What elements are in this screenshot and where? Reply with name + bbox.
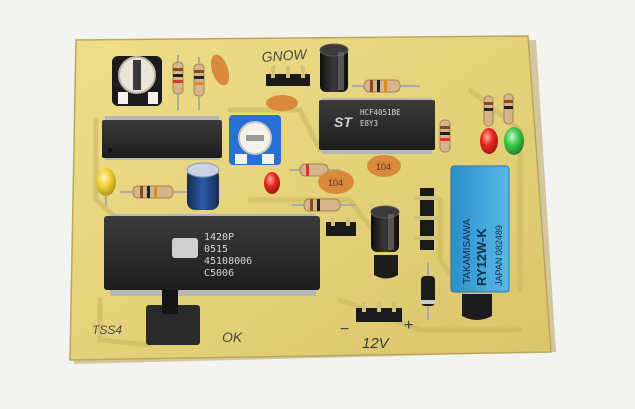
handwritten-plus: + (404, 317, 413, 334)
pin-header (266, 66, 310, 86)
relay: TAKAMISAWA RY12W-K JAPAN 082489 (450, 165, 510, 293)
relay-brand: TAKAMISAWA (462, 218, 473, 284)
led-red-small (264, 172, 280, 194)
ceramic-capacitor-104: 104 (318, 170, 354, 194)
resistor (503, 93, 514, 125)
transistor (374, 255, 398, 279)
transistor (462, 294, 492, 320)
electrolytic-capacitor (319, 43, 349, 92)
led-red (480, 128, 498, 154)
power-header (356, 302, 402, 322)
resistor (292, 198, 356, 212)
svg-text:104: 104 (376, 162, 391, 172)
ic-driver-line1: HCF4051BE (360, 108, 401, 117)
electrolytic-capacitor-blue (186, 162, 220, 210)
led-yellow (96, 168, 116, 206)
mcu-chip: 1420P 0515 45108006 C5006 (104, 214, 320, 296)
relay-model: RY12W-K (474, 228, 489, 286)
trimmer-blue (229, 115, 281, 165)
svg-text:104: 104 (328, 178, 343, 188)
relay-origin: JAPAN 082489 (494, 225, 504, 286)
trimmer-black (112, 56, 162, 106)
mcu-line3: 45108006 (204, 256, 252, 267)
led-green (504, 127, 524, 155)
ceramic-capacitor (266, 95, 298, 111)
pin-header-vertical (414, 188, 440, 250)
st-logo: ST (334, 114, 353, 130)
handwritten-label-bottom-left: TSS4 (92, 323, 122, 337)
resistor (483, 95, 494, 127)
mcu-line2: 0515 (204, 244, 228, 255)
ic-dip16-right: HCF4051BE E8Y3 ST (319, 98, 435, 154)
diode (421, 262, 435, 320)
ceramic-capacitor (210, 54, 230, 86)
handwritten-label-ok: OK (222, 329, 243, 345)
resistor (439, 119, 451, 153)
slide-switch (146, 290, 200, 345)
resistor (172, 55, 184, 110)
mcu-logo (172, 238, 198, 258)
handwritten-minus: − (340, 321, 349, 338)
resistor (290, 163, 340, 177)
electrolytic-capacitor (370, 205, 400, 252)
handwritten-label-top: GNOW (261, 46, 309, 65)
resistor (120, 185, 190, 199)
mcu-line1: 1420P (204, 232, 234, 243)
ic-dip16-left (102, 116, 222, 160)
resistor (193, 57, 205, 110)
ceramic-capacitor-104: 104 (367, 155, 401, 177)
handwritten-12v: 12V (362, 335, 391, 352)
mcu-line4: C5006 (204, 268, 234, 279)
pin-header (326, 218, 356, 236)
resistor (352, 79, 420, 93)
ic-driver-line2: E8Y3 (360, 119, 378, 128)
